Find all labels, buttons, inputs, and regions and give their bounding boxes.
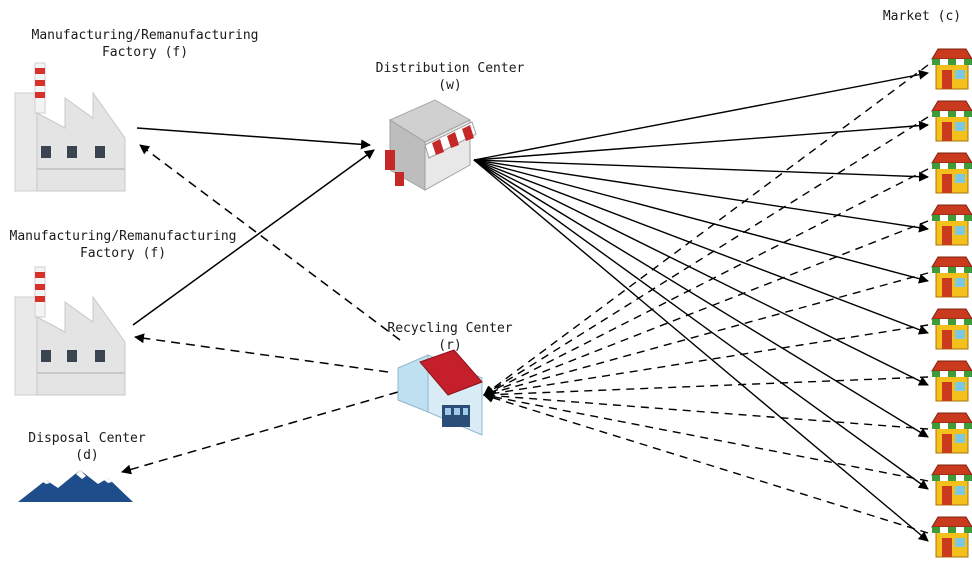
- edge-market-to-recycling: [483, 168, 929, 396]
- edge-market-to-recycling: [483, 220, 929, 397]
- edge-distribution-to-market: [473, 159, 929, 490]
- market-shop-icon: [931, 152, 972, 194]
- edge-distribution-to-market: [473, 69, 929, 161]
- market-shop-icon: [931, 308, 972, 350]
- market-shop-icon: [931, 256, 972, 298]
- factory-icon: [14, 266, 126, 396]
- factory-bottom-label-line1: Manufacturing/Remanufacturing: [9, 229, 237, 244]
- edge-factory-top-to-distribution: [136, 127, 371, 150]
- edge-distribution-to-market: [473, 159, 929, 438]
- disposal-center-label-line2: (d): [75, 448, 99, 463]
- factory-top-label-line1: Manufacturing/Remanufacturing: [31, 28, 259, 43]
- factory-icon: [14, 62, 126, 192]
- edge-factory-bottom-to-distribution: [132, 149, 375, 326]
- disposal-center-label-line1: Disposal Center: [28, 431, 146, 446]
- market-shop-icon: [931, 100, 972, 142]
- market-shop-icon: [931, 516, 972, 558]
- edge-market-to-recycling: [483, 391, 929, 482]
- edge-distribution-to-market: [473, 159, 929, 335]
- edge-market-to-recycling: [483, 324, 929, 399]
- market-shop-icon: [931, 412, 972, 454]
- edge-market-to-recycling: [483, 390, 929, 430]
- edge-market-to-recycling: [483, 64, 929, 396]
- edge-recycling-to-disposal: [121, 391, 399, 475]
- edge-market-to-recycling: [483, 272, 929, 398]
- edge-market-to-recycling: [483, 392, 929, 534]
- factory-top-label-line2: Factory (f): [101, 45, 189, 60]
- distribution-store-icon: [385, 99, 477, 191]
- edge-distribution-to-market: [473, 159, 929, 233]
- market-shop-icon: [931, 360, 972, 402]
- disposal-center-label: Disposal Center (d): [12, 430, 162, 464]
- recycling-center-label: Recycling Center (r): [370, 320, 530, 354]
- mountain-icon: [18, 470, 133, 502]
- edge-distribution-to-market: [473, 159, 929, 182]
- edge-distribution-to-market: [473, 159, 929, 386]
- market-column: [931, 48, 972, 558]
- factory-top-label: Manufacturing/Remanufacturing Factory (f…: [30, 27, 260, 61]
- market-label: Market (c): [882, 9, 962, 24]
- recycling-center-label-line2: (r): [438, 338, 462, 353]
- factory-bottom-label: Manufacturing/Remanufacturing Factory (f…: [8, 228, 238, 262]
- factory-bottom-label-line2: Factory (f): [79, 246, 167, 261]
- edge-recycling-to-factory-bottom: [134, 333, 389, 373]
- edge-distribution-to-market: [473, 159, 929, 284]
- market-flow-edges: [473, 64, 929, 542]
- edge-market-to-recycling: [483, 376, 929, 400]
- edge-recycling-to-factory-top: [139, 144, 401, 341]
- market-shop-icon: [931, 464, 972, 506]
- edge-market-to-recycling: [483, 116, 929, 396]
- recycling-building-icon: [397, 349, 483, 436]
- flow-edges: [121, 127, 401, 475]
- recycling-center-label-line1: Recycling Center: [387, 321, 513, 336]
- distribution-center-label: Distribution Center (w): [360, 60, 540, 94]
- market-shop-icon: [931, 204, 972, 246]
- distribution-center-label-line1: Distribution Center: [375, 61, 525, 76]
- edge-distribution-to-market: [473, 120, 929, 161]
- distribution-center-label-line2: (w): [438, 78, 462, 93]
- market-shop-icon: [931, 48, 972, 90]
- edge-distribution-to-market: [473, 159, 929, 542]
